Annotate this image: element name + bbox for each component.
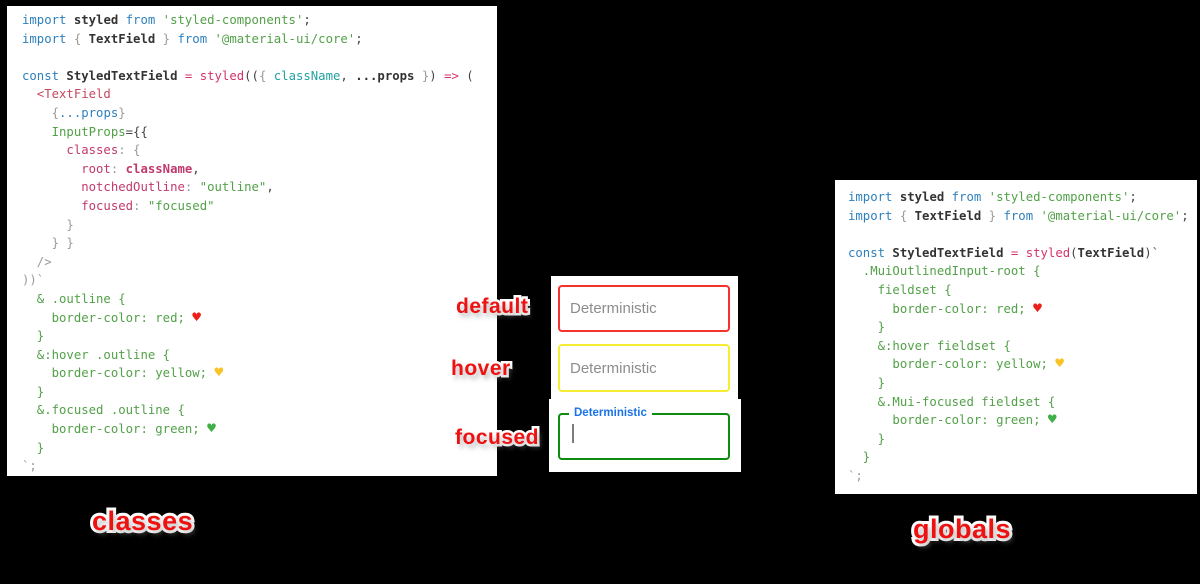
code-panel-classes: import styled from 'styled-components';i… — [7, 6, 497, 476]
code-classes-lines: import styled from 'styled-components';i… — [22, 13, 474, 474]
textfield-focused-label: Deterministic — [569, 406, 652, 421]
textfield-default[interactable] — [558, 285, 730, 332]
code-panel-globals: import styled from 'styled-components';i… — [835, 180, 1197, 494]
annotation-hover: hover — [449, 355, 513, 383]
textfield-focused[interactable]: Deterministic — [558, 406, 730, 460]
textfield-hover[interactable] — [558, 344, 730, 392]
annotation-focused: focused — [452, 424, 541, 452]
code-globals-lines: import styled from 'styled-components';i… — [848, 190, 1189, 483]
text-cursor — [572, 424, 574, 443]
textfield-hover-input[interactable] — [560, 346, 728, 390]
textfield-default-input[interactable] — [560, 287, 728, 330]
textfield-focused-input[interactable] — [560, 415, 728, 458]
annotation-default: default — [453, 293, 530, 321]
annotation-classes: classes — [89, 503, 196, 539]
annotation-globals: globals — [910, 511, 1014, 547]
